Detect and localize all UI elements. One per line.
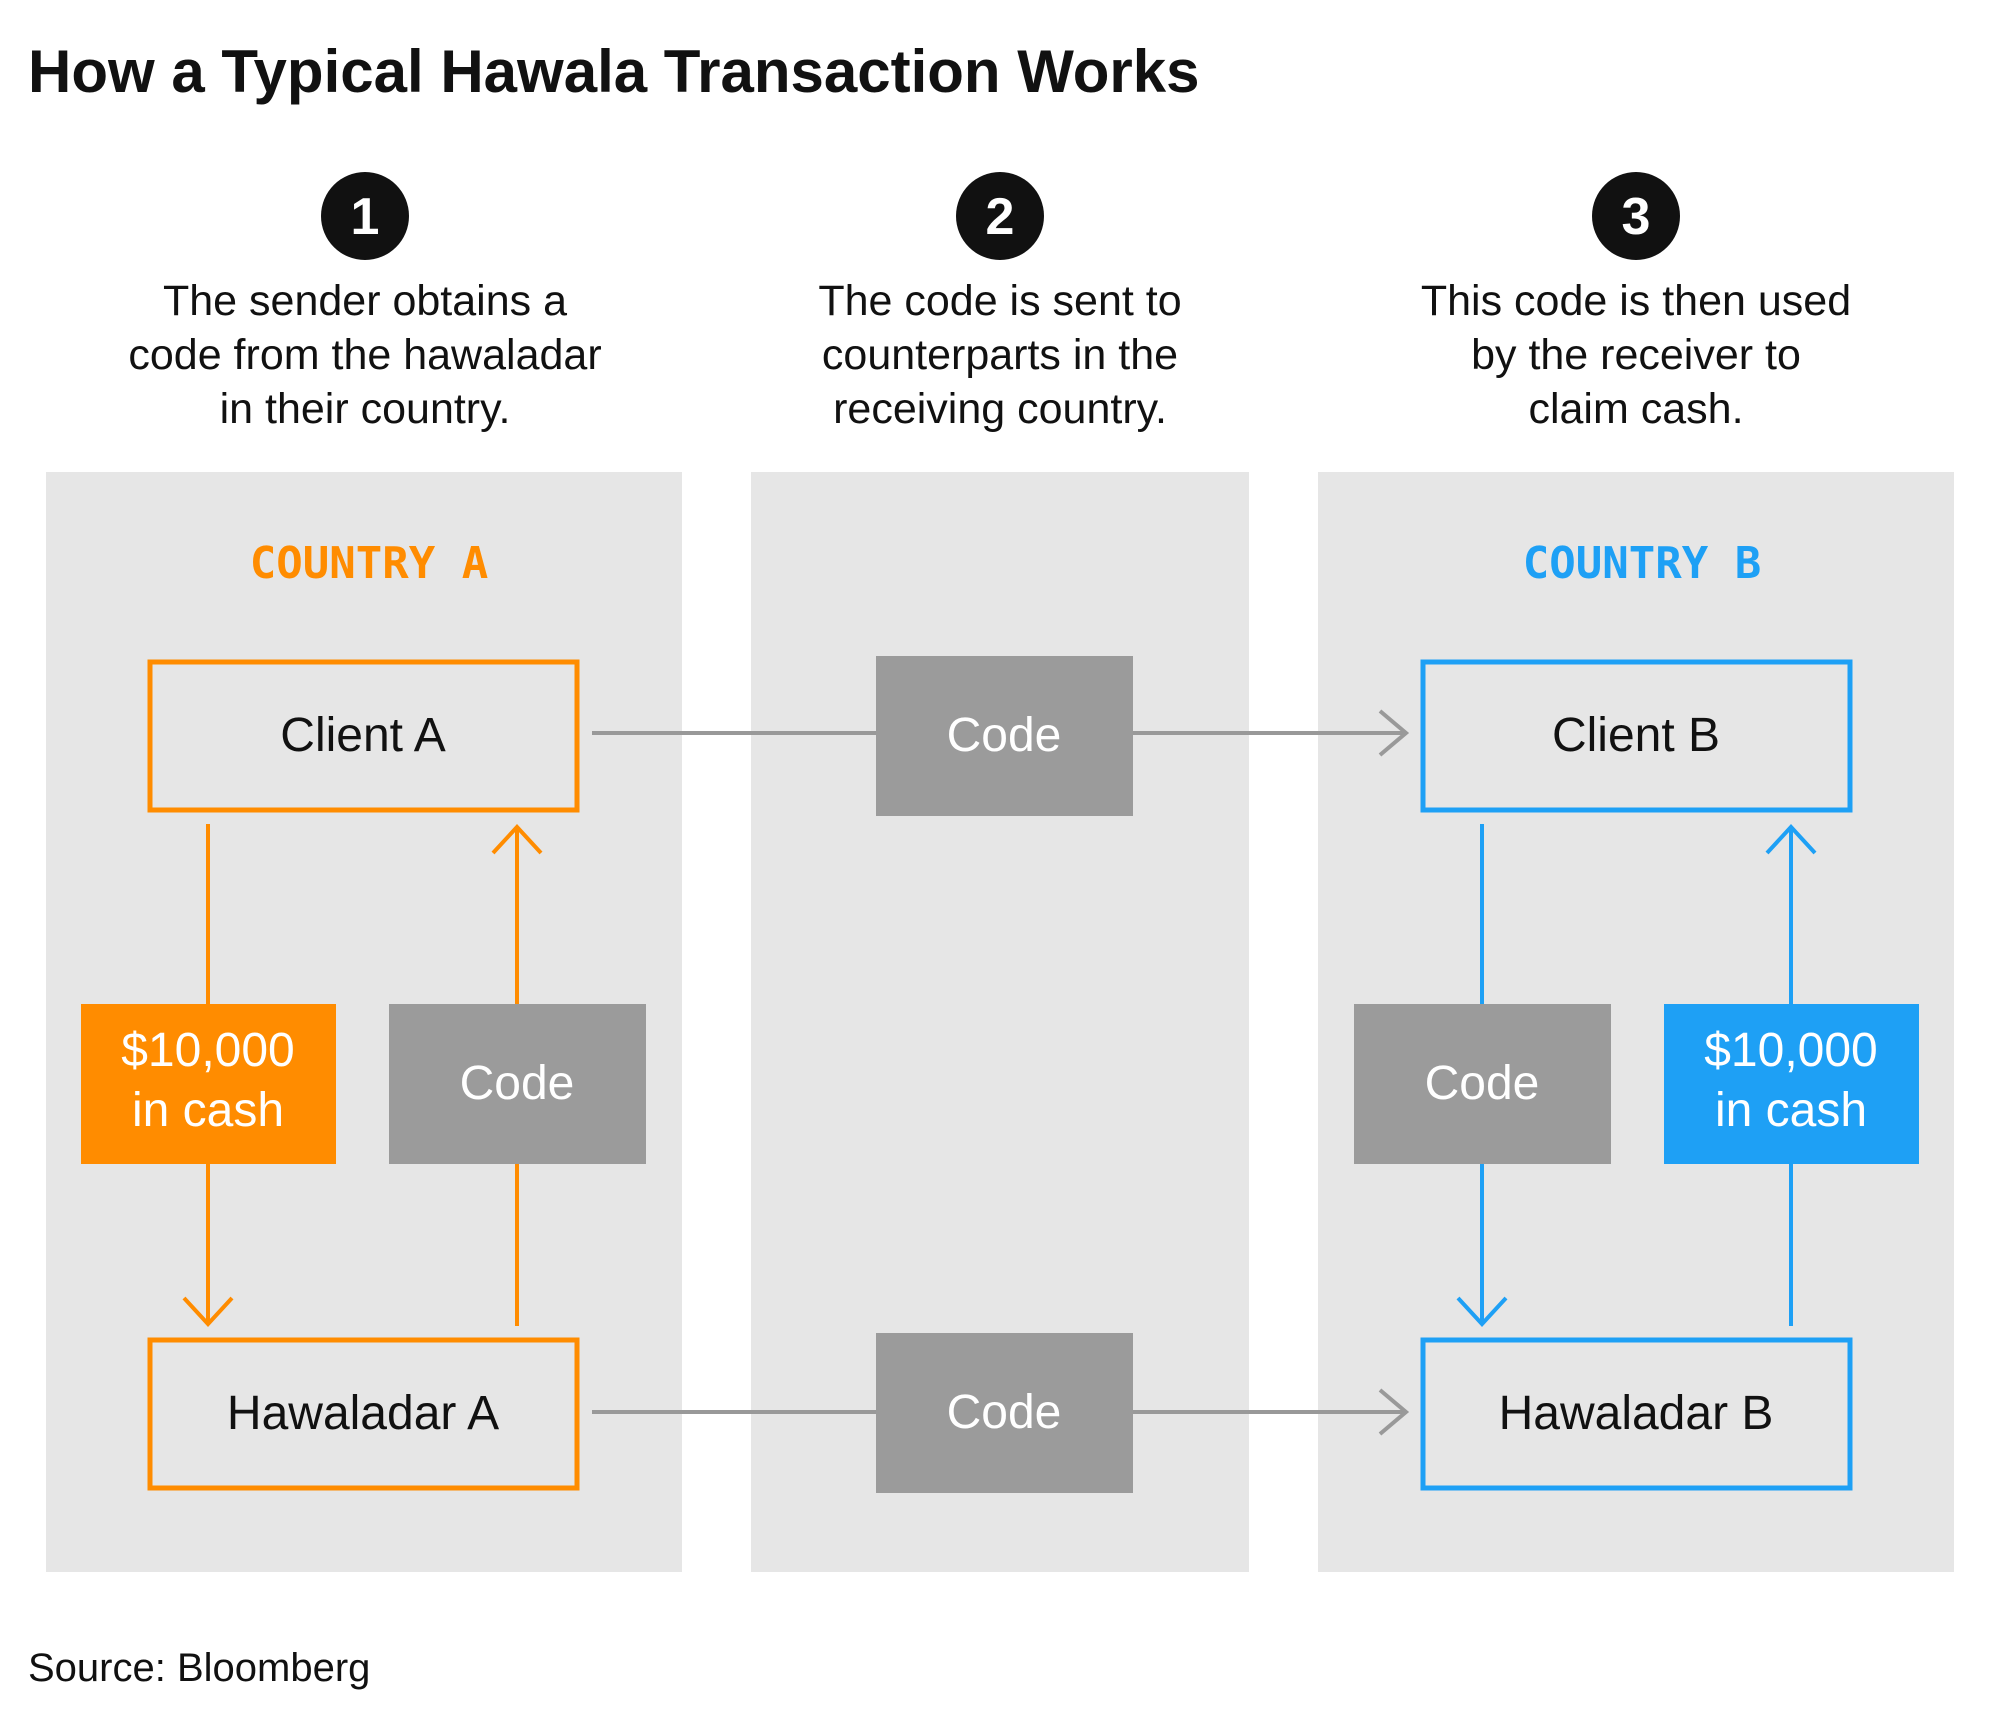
hawaladar-a-label: Hawaladar A <box>227 1387 499 1440</box>
country-b-label: COUNTRY B <box>1523 538 1761 589</box>
step-1: 1 The sender obtains a code from the haw… <box>128 172 602 433</box>
code-top-tag: Code <box>876 656 1133 816</box>
code-b-label: Code <box>1425 1057 1540 1110</box>
step-1-badge <box>321 172 409 260</box>
step-3-line-2: by the receiver to <box>1471 331 1801 379</box>
client-b-label: Client B <box>1552 709 1720 762</box>
step-3-line-1: This code is then used <box>1421 277 1851 325</box>
step-2-line-3: receiving country. <box>833 385 1167 433</box>
step-3: 3 This code is then used by the receiver… <box>1421 172 1851 433</box>
step-2-badge <box>956 172 1044 260</box>
step-3-number: 3 <box>1622 188 1651 246</box>
cash-a-tag: $10,000 in cash <box>81 1004 336 1164</box>
hawaladar-b-label: Hawaladar B <box>1499 1387 1774 1440</box>
client-a-label: Client A <box>280 709 445 762</box>
code-top-label: Code <box>947 709 1062 762</box>
code-a-label: Code <box>460 1057 575 1110</box>
code-b-tag: Code <box>1354 1004 1611 1164</box>
cash-a-line-2: in cash <box>132 1084 284 1137</box>
cash-b-line-1: $10,000 <box>1704 1024 1878 1077</box>
client-a-box: Client A <box>147 659 580 813</box>
client-b-box: Client B <box>1420 659 1853 813</box>
code-a-tag: Code <box>389 1004 646 1164</box>
cash-b-line-2: in cash <box>1715 1084 1867 1137</box>
step-2-line-2: counterparts in the <box>822 331 1178 379</box>
step-3-badge <box>1592 172 1680 260</box>
cash-b-tag: $10,000 in cash <box>1664 1004 1919 1164</box>
page-title: How a Typical Hawala Transaction Works <box>28 38 1200 105</box>
step-1-line-1: The sender obtains a <box>163 277 567 325</box>
step-2-number: 2 <box>986 188 1015 246</box>
step-2-line-1: The code is sent to <box>818 277 1181 325</box>
country-a-label: COUNTRY A <box>250 538 488 589</box>
step-1-line-2: code from the hawaladar <box>128 331 601 379</box>
step-3-line-3: claim cash. <box>1528 385 1743 433</box>
step-1-line-3: in their country. <box>220 385 511 433</box>
step-2: 2 The code is sent to counterparts in th… <box>818 172 1182 433</box>
hawaladar-a-box: Hawaladar A <box>147 1337 580 1491</box>
step-1-number: 1 <box>351 188 380 246</box>
source-note: Source: Bloomberg <box>28 1646 370 1690</box>
cash-a-line-1: $10,000 <box>121 1024 295 1077</box>
code-bottom-label: Code <box>947 1386 1062 1439</box>
hawaladar-b-box: Hawaladar B <box>1420 1337 1853 1491</box>
code-bottom-tag: Code <box>876 1333 1133 1493</box>
